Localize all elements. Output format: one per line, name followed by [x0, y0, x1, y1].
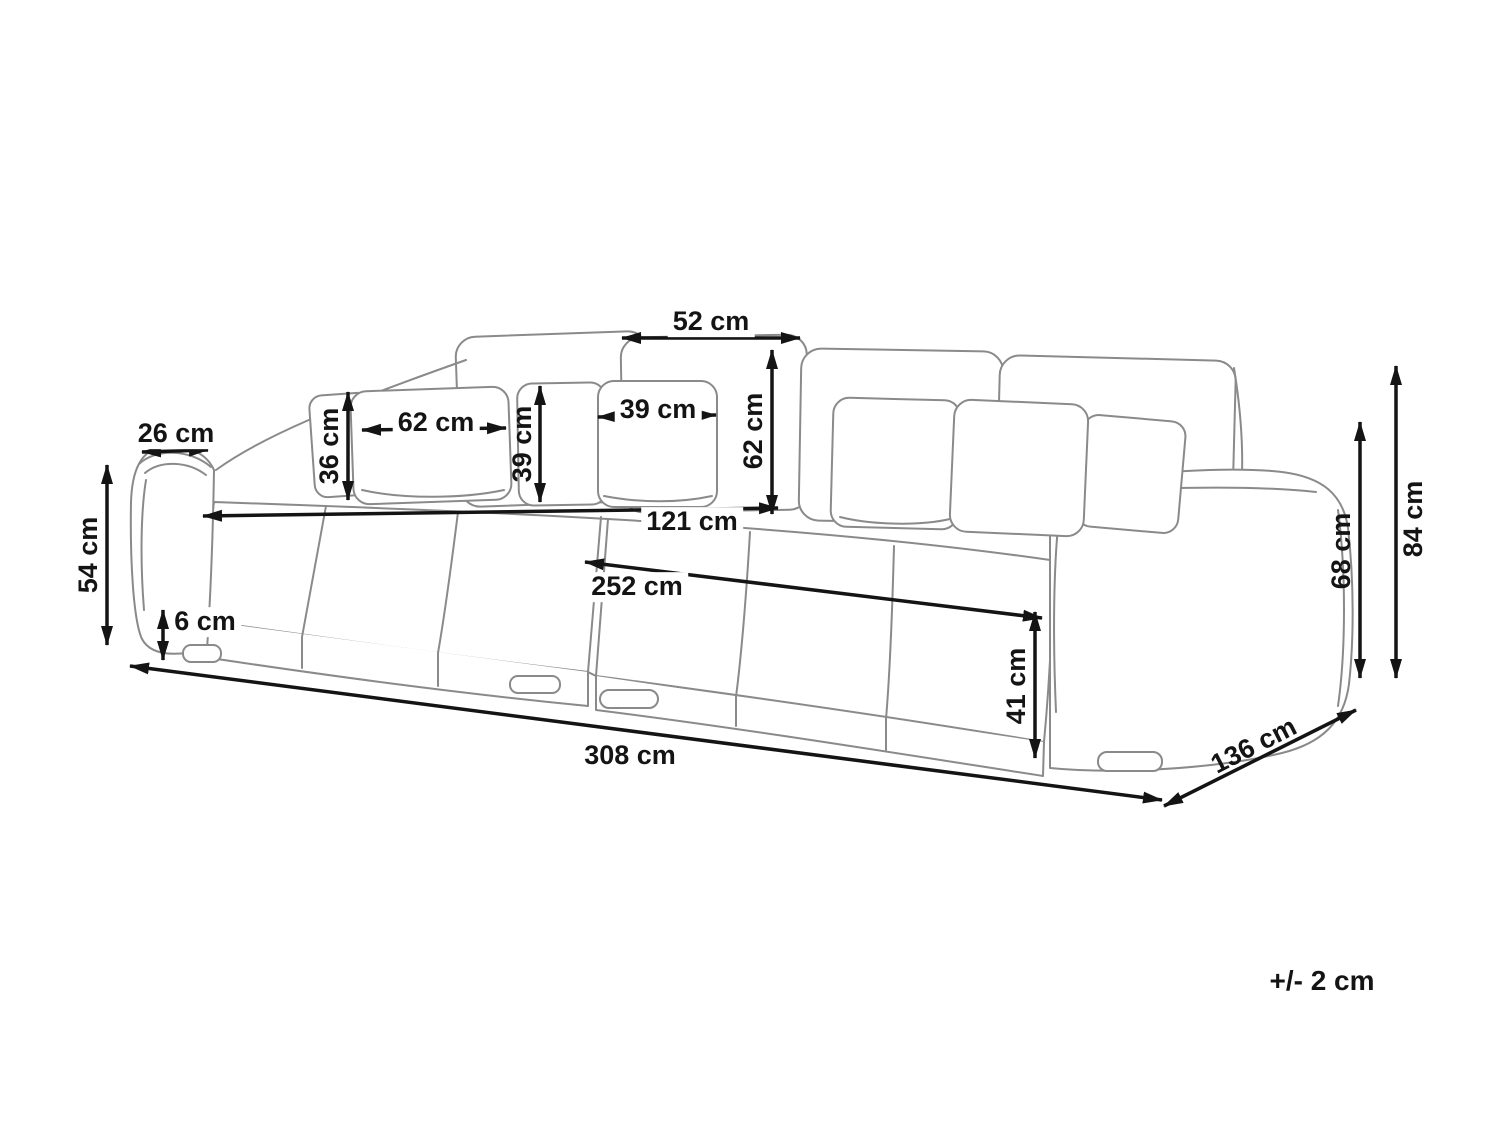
dim-label-large-pillow-height: 36 cm — [314, 407, 345, 485]
dim-label-leg-height: 6 cm — [169, 606, 241, 637]
dim-label-small-pillow-height: 39 cm — [507, 405, 538, 483]
dim-label-seat-height: 41 cm — [1001, 647, 1032, 725]
dim-label-back-cushion-height: 62 cm — [738, 392, 769, 470]
sofa-armrest-left — [129, 445, 215, 655]
dim-arrow-armrest-top-width — [141, 444, 209, 458]
dim-label-overall-height: 84 cm — [1398, 480, 1429, 558]
dim-label-armrest-height: 54 cm — [73, 516, 104, 594]
sofa-seat — [196, 501, 1053, 777]
dim-label-small-pillow-width: 39 cm — [614, 394, 702, 425]
dim-label-backrest-height: 68 cm — [1326, 512, 1357, 590]
sofa-scatter-pillows — [308, 380, 1187, 538]
tolerance-note: +/- 2 cm — [1269, 965, 1375, 996]
dim-label-large-pillow-width: 62 cm — [392, 407, 480, 438]
dim-label-seat-depth: 121 cm — [641, 506, 743, 537]
dim-label-seat-width: 252 cm — [586, 571, 688, 602]
dim-label-back-cushion-width: 52 cm — [667, 306, 755, 337]
dim-arrow-seat-width — [584, 558, 1043, 622]
dim-arrow-overall-depth — [1163, 708, 1357, 808]
dim-label-overall-width: 308 cm — [579, 740, 681, 771]
dim-arrow-overall-width — [129, 662, 1163, 804]
dim-label-armrest-top-width: 26 cm — [132, 418, 220, 449]
